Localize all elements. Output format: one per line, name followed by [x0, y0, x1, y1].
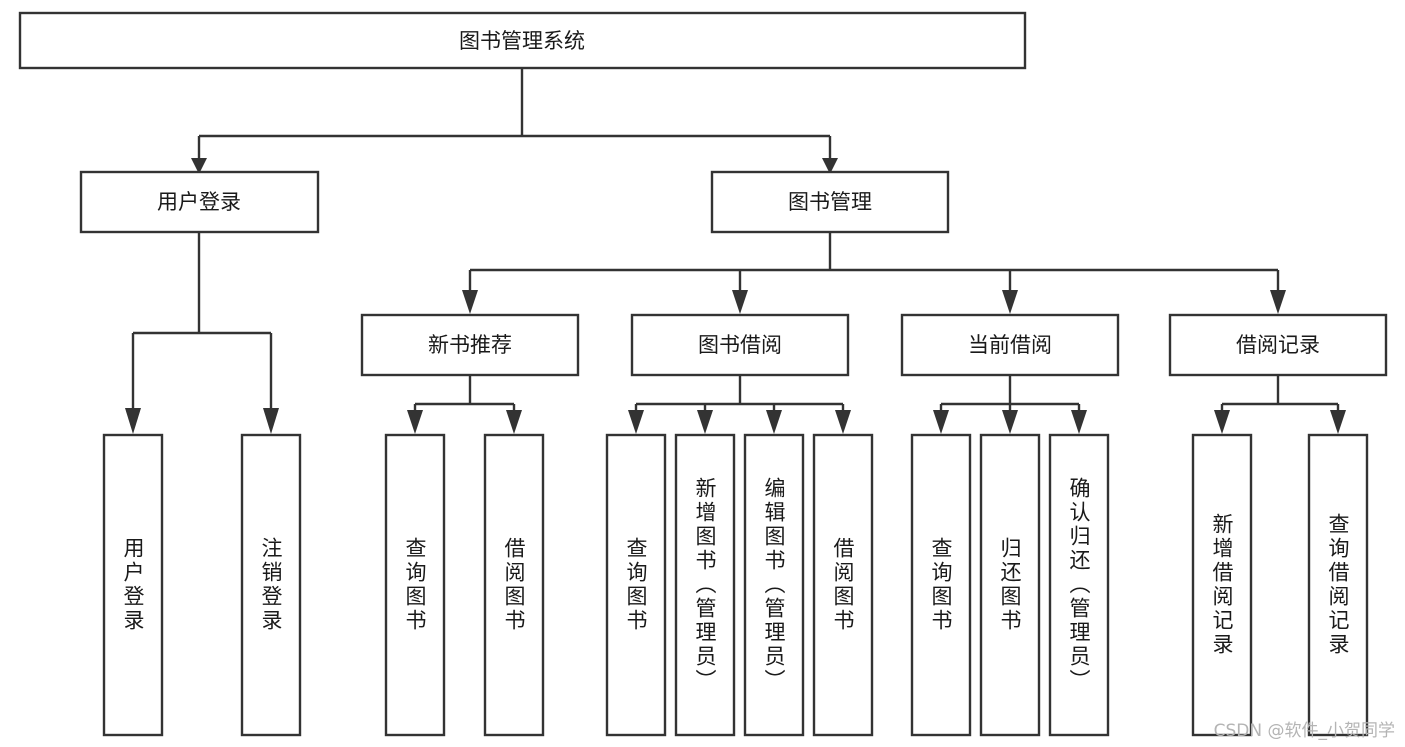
- node-leaf-edit-book-box[interactable]: [743, 433, 805, 737]
- node-leaf-confirm-return[interactable]: 确认归还（管理员）: [1048, 433, 1110, 737]
- node-leaf-add-record-box[interactable]: [1191, 433, 1253, 737]
- node-leaf-add-record[interactable]: 新增借阅记录: [1191, 433, 1253, 737]
- node-leaf-query-book-2-label: 查询图书: [624, 537, 648, 633]
- node-leaf-borrow-book-1-label: 借阅图书: [502, 537, 526, 633]
- arrow-to-book-manage: [822, 158, 838, 174]
- node-leaf-user-login[interactable]: 用户登录: [102, 433, 164, 737]
- edges-book-borrow-to-leaves: [628, 375, 851, 434]
- arrow-to-leaf-query-book-3: [933, 410, 949, 434]
- arrow-to-leaf-query-record: [1330, 410, 1346, 434]
- node-leaf-add-record-label: 新增借阅记录: [1210, 513, 1234, 657]
- arrow-to-current-borrow: [1002, 290, 1018, 314]
- node-leaf-borrow-book-1[interactable]: 借阅图书: [483, 433, 545, 737]
- node-root-box[interactable]: [18, 11, 1027, 70]
- node-user-login-label: 用户登录: [157, 190, 241, 214]
- node-borrow-record-box[interactable]: [1168, 313, 1388, 377]
- node-new-book-recommend-box[interactable]: [360, 313, 580, 377]
- node-leaf-return-book-box[interactable]: [979, 433, 1041, 737]
- node-leaf-query-book-1[interactable]: 查询图书: [384, 433, 446, 737]
- node-new-book-recommend-label: 新书推荐: [428, 333, 512, 357]
- node-leaf-user-logout[interactable]: 注销登录: [240, 433, 302, 737]
- edges-user-login-to-leaves: [125, 232, 279, 434]
- arrow-to-new-book-recommend: [462, 290, 478, 314]
- node-leaf-query-book-2[interactable]: 查询图书: [605, 433, 667, 737]
- node-leaf-confirm-return-label: 确认归还（管理员）: [1067, 477, 1091, 693]
- node-book-borrow-label: 图书借阅: [698, 333, 782, 357]
- node-root[interactable]: 图书管理系统: [18, 11, 1027, 70]
- node-leaf-confirm-return-box[interactable]: [1048, 433, 1110, 737]
- node-leaf-borrow-book-2-box[interactable]: [812, 433, 874, 737]
- node-leaf-user-login-label: 用户登录: [121, 537, 145, 633]
- edges-borrow-record-to-leaves: [1214, 375, 1346, 434]
- node-leaf-user-login-box[interactable]: [102, 433, 164, 737]
- node-new-book-recommend[interactable]: 新书推荐: [360, 313, 580, 377]
- node-leaf-query-book-3[interactable]: 查询图书: [910, 433, 972, 737]
- node-user-login-box[interactable]: [79, 170, 320, 234]
- node-leaf-borrow-book-1-box[interactable]: [483, 433, 545, 737]
- node-current-borrow-label: 当前借阅: [968, 333, 1052, 357]
- node-leaf-borrow-book-2[interactable]: 借阅图书: [812, 433, 874, 737]
- node-leaf-query-book-1-box[interactable]: [384, 433, 446, 737]
- arrow-to-leaf-query-book-1: [407, 410, 423, 434]
- node-book-manage-box[interactable]: [710, 170, 950, 234]
- node-leaf-add-book[interactable]: 新增图书（管理员）: [674, 433, 736, 737]
- node-leaf-query-record-box[interactable]: [1307, 433, 1369, 737]
- node-leaf-add-book-label: 新增图书（管理员）: [693, 477, 717, 693]
- arrow-to-leaf-confirm-return: [1071, 410, 1087, 434]
- arrow-to-book-borrow: [732, 290, 748, 314]
- node-leaf-query-book-3-label: 查询图书: [929, 537, 953, 633]
- edges-new-book-recommend-to-leaves: [407, 375, 522, 434]
- arrow-to-leaf-add-book: [697, 410, 713, 434]
- node-borrow-record-label: 借阅记录: [1236, 333, 1320, 357]
- node-borrow-record[interactable]: 借阅记录: [1168, 313, 1388, 377]
- node-root-label: 图书管理系统: [459, 29, 585, 53]
- arrow-to-leaf-return-book: [1002, 410, 1018, 434]
- node-leaf-add-book-box[interactable]: [674, 433, 736, 737]
- node-book-manage[interactable]: 图书管理: [710, 170, 950, 234]
- node-leaf-edit-book-label: 编辑图书（管理员）: [762, 477, 786, 693]
- node-leaf-query-book-3-box[interactable]: [910, 433, 972, 737]
- arrow-to-leaf-user-login: [125, 408, 141, 434]
- arrow-to-leaf-edit-book: [766, 410, 782, 434]
- node-current-borrow[interactable]: 当前借阅: [900, 313, 1120, 377]
- node-leaf-query-record-label: 查询借阅记录: [1326, 513, 1350, 657]
- node-leaf-return-book[interactable]: 归还图书: [979, 433, 1041, 737]
- node-book-borrow-box[interactable]: [630, 313, 850, 377]
- arrow-to-borrow-record: [1270, 290, 1286, 314]
- arrow-to-leaf-borrow-book-1: [506, 410, 522, 434]
- edges-root-to-level2: [191, 68, 838, 174]
- node-book-borrow[interactable]: 图书借阅: [630, 313, 850, 377]
- watermark: CSDN @软件_小贺同学: [1213, 721, 1395, 741]
- arrow-to-leaf-user-logout: [263, 408, 279, 434]
- node-leaf-return-book-label: 归还图书: [998, 537, 1022, 633]
- node-leaf-query-book-2-box[interactable]: [605, 433, 667, 737]
- arrow-to-leaf-query-book-2: [628, 410, 644, 434]
- node-current-borrow-box[interactable]: [900, 313, 1120, 377]
- node-leaf-user-logout-box[interactable]: [240, 433, 302, 737]
- edges-book-manage-to-level3: [462, 232, 1286, 314]
- node-book-manage-label: 图书管理: [788, 190, 872, 214]
- node-leaf-borrow-book-2-label: 借阅图书: [831, 537, 855, 633]
- arrow-to-user-login: [191, 158, 207, 174]
- node-leaf-user-logout-label: 注销登录: [259, 537, 283, 633]
- arrow-to-leaf-add-record: [1214, 410, 1230, 434]
- node-leaf-query-record[interactable]: 查询借阅记录: [1307, 433, 1369, 737]
- node-leaf-query-book-1-label: 查询图书: [403, 537, 427, 633]
- edges-current-borrow-to-leaves: [933, 375, 1087, 434]
- node-leaf-edit-book[interactable]: 编辑图书（管理员）: [743, 433, 805, 737]
- arrow-to-leaf-borrow-book-2: [835, 410, 851, 434]
- node-user-login[interactable]: 用户登录: [79, 170, 320, 234]
